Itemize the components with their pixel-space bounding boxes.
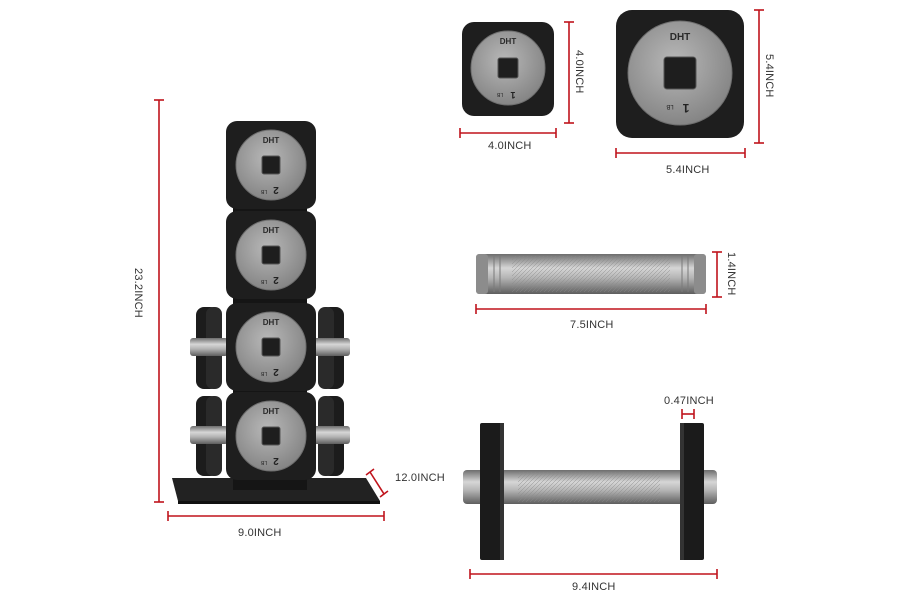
- side-plate-left-lower: [190, 396, 228, 476]
- large-plate: DHT 1 LB: [616, 10, 744, 138]
- tower-plate-brand: DHT: [263, 318, 280, 327]
- label-small-plate-height: 4.0INCH: [573, 50, 585, 94]
- side-plate-right-upper: [312, 307, 350, 389]
- tower-plate-weight: 2: [273, 366, 279, 377]
- label-tower-height: 23.2INCH: [132, 268, 144, 318]
- small-plate-unit: LB: [496, 91, 503, 97]
- label-handle-diameter: 1.4INCH: [725, 252, 737, 296]
- dumbbell-plate-right: [682, 423, 704, 560]
- side-plate-left-upper: [190, 307, 228, 389]
- tower-plate-4: DHT 2 LB: [226, 392, 316, 480]
- dim-line-tower-depth: [369, 471, 385, 495]
- tower-plate-weight: 2: [273, 455, 279, 466]
- tower-plate-unit: LB: [260, 188, 267, 194]
- small-plate-brand: DHT: [500, 37, 517, 46]
- tower-plate-2: DHT 2 LB: [226, 211, 316, 299]
- label-dumbbell-length: 9.4INCH: [572, 581, 616, 593]
- large-plate-unit: LB: [666, 103, 673, 109]
- tower-plate-brand: DHT: [263, 407, 280, 416]
- label-tower-depth: 12.0INCH: [395, 472, 445, 484]
- label-plate-thickness: 0.47INCH: [664, 395, 714, 407]
- large-plate-brand: DHT: [670, 32, 691, 43]
- large-plate-weight: 1: [682, 101, 689, 115]
- tower-plate-unit: LB: [260, 459, 267, 465]
- dimension-lines: [154, 9, 764, 579]
- side-plate-right-lower: [312, 396, 350, 476]
- tower-plate-weight: 2: [273, 184, 279, 195]
- tower-plate-unit: LB: [260, 278, 267, 284]
- small-plate-weight: 1: [510, 90, 515, 100]
- tower-plate-brand: DHT: [263, 226, 280, 235]
- tower-plate-unit: LB: [260, 370, 267, 376]
- tower-plate-weight: 2: [273, 274, 279, 285]
- assembled-dumbbell: [463, 423, 717, 560]
- dumbbell-plate-left: [480, 423, 502, 560]
- label-small-plate-width: 4.0INCH: [488, 140, 532, 152]
- tower-plate-3: DHT 2 LB: [226, 303, 316, 391]
- tower-plate-brand: DHT: [263, 136, 280, 145]
- label-handle-length: 7.5INCH: [570, 319, 614, 331]
- label-large-plate-height: 5.4INCH: [763, 54, 775, 98]
- label-large-plate-width: 5.4INCH: [666, 164, 710, 176]
- label-tower-width: 9.0INCH: [238, 527, 282, 539]
- small-plate: DHT 1 LB: [462, 22, 554, 116]
- dumbbell-handle: [476, 254, 706, 294]
- tower-plate-1: DHT 2 LB: [226, 121, 316, 209]
